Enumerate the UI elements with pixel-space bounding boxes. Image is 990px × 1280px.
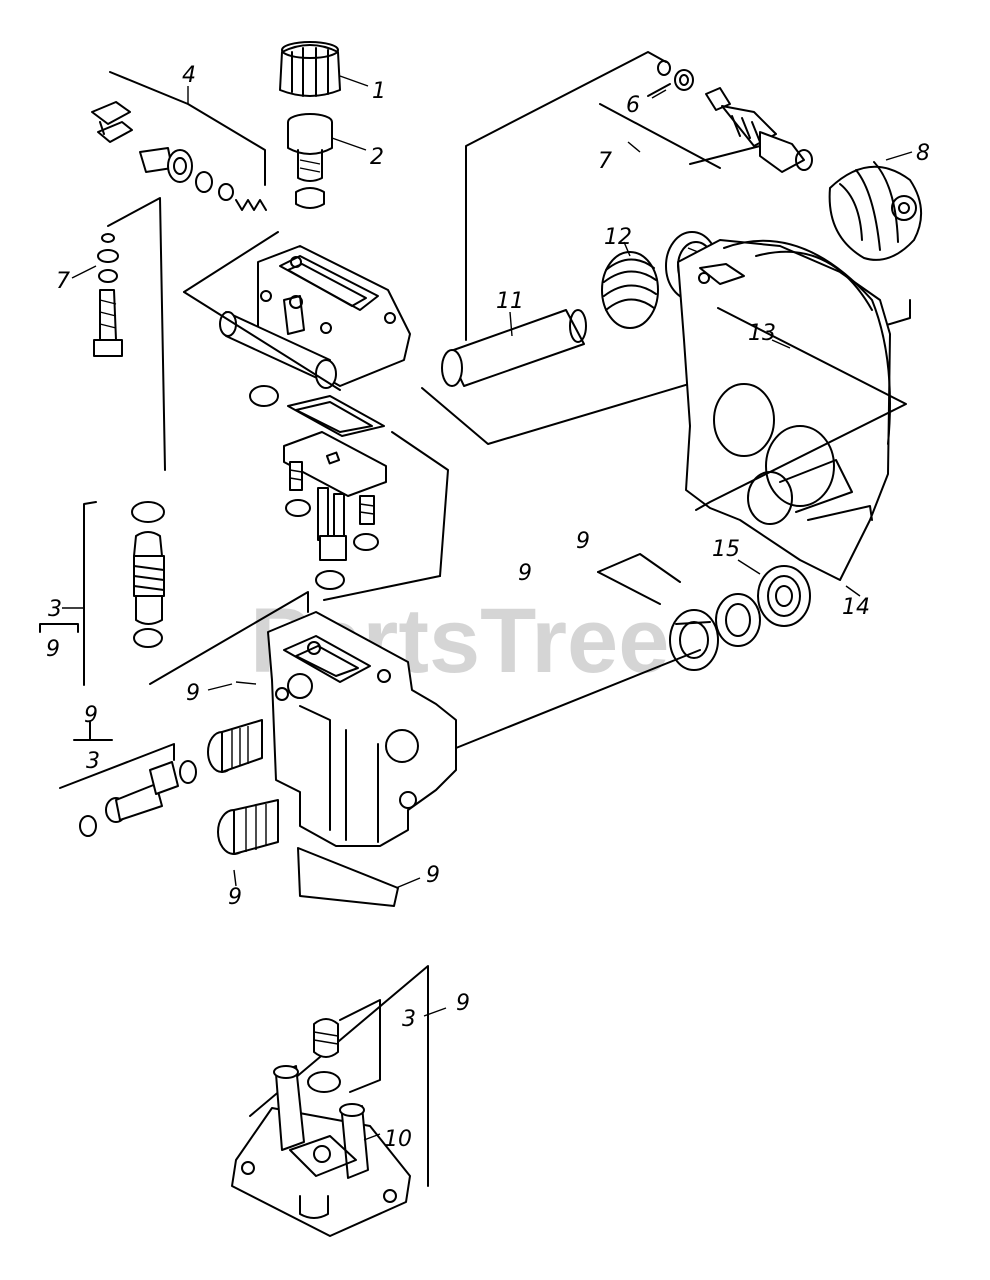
part-clip[interactable] <box>91 101 133 143</box>
part-bearing-15[interactable] <box>757 565 811 627</box>
callout-1: 1 <box>372 79 386 104</box>
leader-seal <box>455 649 701 749</box>
callout-9-f: 9 <box>228 885 242 910</box>
bracket-3-lower <box>59 721 175 789</box>
callout-9-b: 9 <box>518 561 532 586</box>
callout-9-h: 9 <box>456 991 470 1016</box>
bracket-4 <box>109 71 266 186</box>
callout-3-left: 3 <box>48 597 62 622</box>
part-valve-plate[interactable] <box>283 431 387 590</box>
part-port-lower[interactable] <box>217 799 279 855</box>
part-valve-3-bottom[interactable] <box>307 1018 341 1093</box>
part-knob[interactable] <box>287 113 333 209</box>
bracket-13 <box>695 307 907 511</box>
part-fitting-7-left[interactable] <box>93 233 123 357</box>
part-port-upper[interactable] <box>207 719 263 773</box>
callout-3-lower: 3 <box>86 749 100 774</box>
part-cap-8[interactable] <box>828 161 923 261</box>
part-seal-9[interactable] <box>669 609 719 671</box>
callout-12: 12 <box>604 225 632 250</box>
part-spring-12[interactable] <box>601 251 659 329</box>
callout-9-e: 9 <box>84 703 98 728</box>
part-valve-3-lower[interactable] <box>79 760 197 837</box>
bracket-3-left-lower <box>149 431 449 685</box>
callout-8: 8 <box>916 141 930 166</box>
bracket-3-left <box>83 501 97 686</box>
leader-lines <box>62 75 913 1141</box>
callout-15: 15 <box>712 537 740 562</box>
bracket-7-left <box>107 197 166 471</box>
callout-11: 11 <box>496 289 524 314</box>
callout-7-left: 7 <box>56 269 70 294</box>
part-o-ring-6[interactable] <box>657 60 694 91</box>
callout-labels: 1 2 4 7 6 7 8 12 11 13 9 9 15 14 3 9 9 9… <box>46 63 930 1152</box>
part-cartridge-3[interactable] <box>131 501 165 648</box>
bracket-9-right <box>597 553 681 605</box>
bracket-manifold <box>183 231 341 391</box>
callout-9-a: 9 <box>576 529 590 554</box>
callout-9-g: 9 <box>426 863 440 888</box>
callout-7-right: 7 <box>598 149 612 174</box>
part-fitting-4[interactable] <box>139 147 267 211</box>
callout-3-bottom: 3 <box>402 1007 416 1032</box>
callout-14: 14 <box>842 595 870 620</box>
callout-6: 6 <box>626 93 640 118</box>
part-housing-gasket[interactable] <box>297 847 399 907</box>
part-manifold-upper[interactable] <box>219 245 411 389</box>
part-pump-housing[interactable] <box>267 611 457 847</box>
part-washer-9[interactable] <box>715 593 761 647</box>
callout-9-c: 9 <box>46 637 60 662</box>
part-o-ring[interactable] <box>249 385 279 407</box>
callout-10: 10 <box>384 1127 412 1152</box>
part-gasket[interactable] <box>287 395 385 437</box>
callout-13: 13 <box>748 321 776 346</box>
bracket-10 <box>249 965 429 1187</box>
bracket-6 <box>465 51 761 341</box>
part-fitting-7-right[interactable] <box>705 87 813 173</box>
bracket-3-left-mark <box>39 623 79 633</box>
callout-4: 4 <box>182 63 196 88</box>
callout-2: 2 <box>370 145 384 170</box>
part-cap[interactable] <box>279 41 341 97</box>
part-piston-11[interactable] <box>441 309 587 387</box>
callout-9-d: 9 <box>186 681 200 706</box>
part-crankcase-13[interactable] <box>677 239 891 581</box>
